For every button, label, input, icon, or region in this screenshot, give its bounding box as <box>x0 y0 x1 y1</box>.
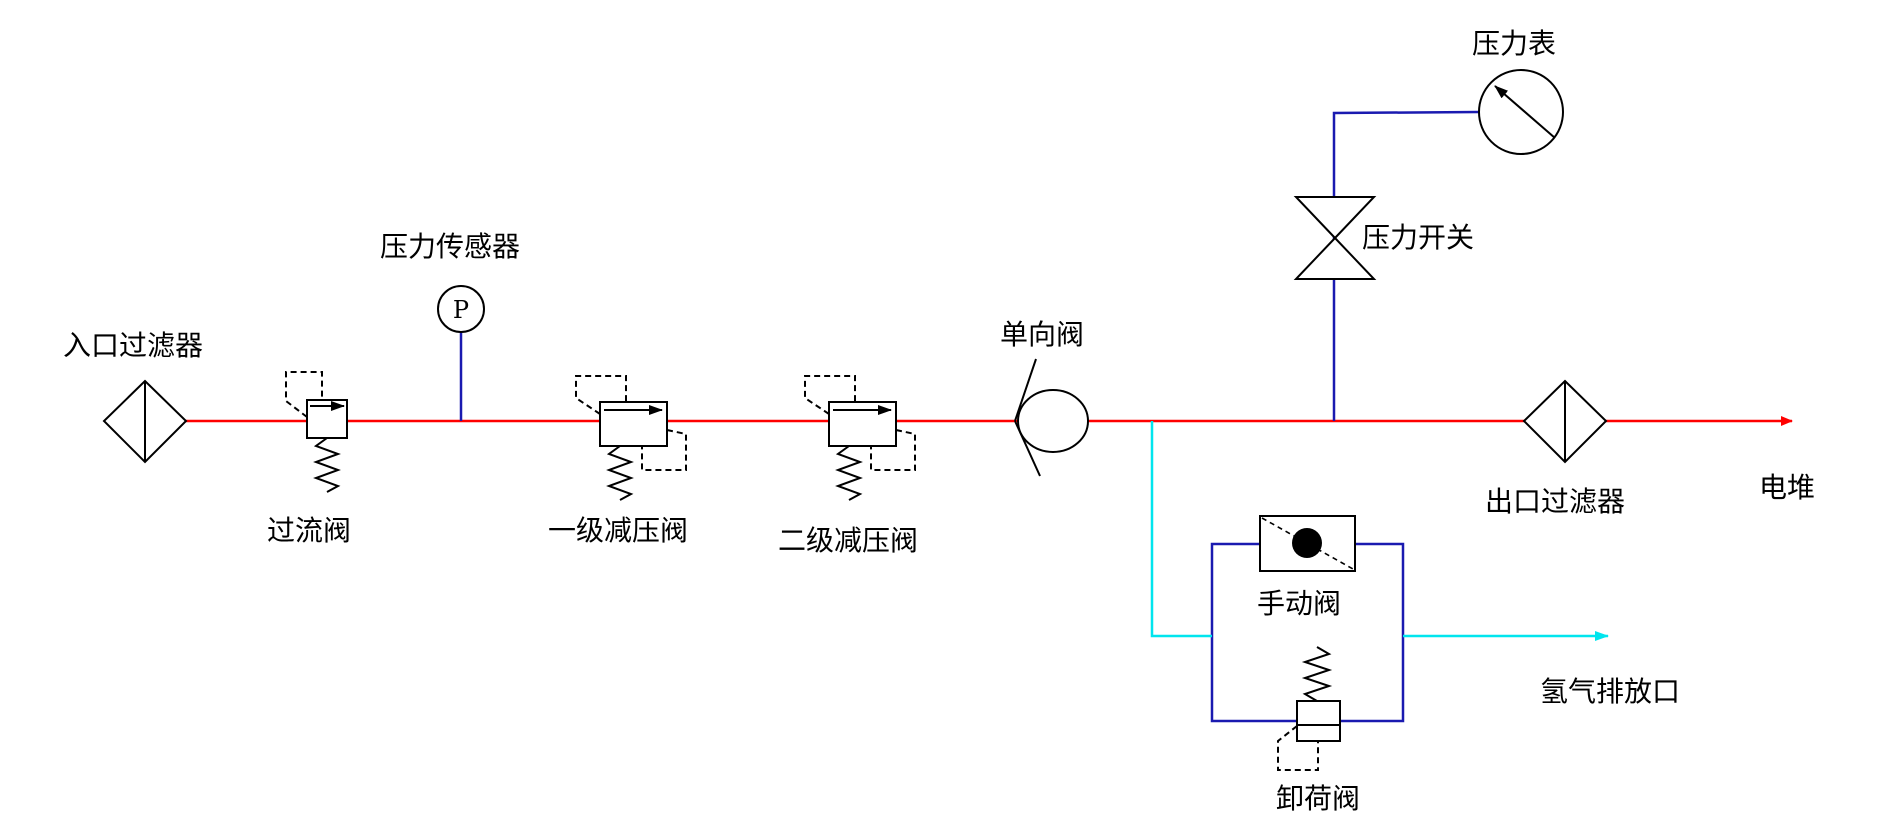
pressure-sensor-symbol <box>437 285 485 333</box>
inlet-filter-label: 入口过滤器 <box>63 329 203 362</box>
secondary-reducer-symbol <box>804 375 916 501</box>
pressure-switch-symbol <box>1293 196 1377 280</box>
secondary-reducer-label: 二级减压阀 <box>778 524 918 557</box>
outlet-filter-label: 出口过滤器 <box>1485 485 1625 518</box>
relief-valve-label: 卸荷阀 <box>1276 782 1360 815</box>
vent-label: 氢气排放口 <box>1540 675 1680 708</box>
overflow-valve-label: 过流阀 <box>267 514 351 547</box>
gauge-line <box>1332 110 1480 421</box>
pressure-gauge-symbol <box>1478 69 1564 155</box>
pressure-sensor-label: 压力传感器 <box>380 230 520 263</box>
check-valve-label: 单向阀 <box>1000 318 1084 351</box>
vent-line <box>1150 421 1212 638</box>
stack-label: 电堆 <box>1759 471 1815 504</box>
pressure-sensor-p-letter: P <box>453 296 469 324</box>
manual-valve-symbol <box>1259 515 1356 572</box>
manual-valve-label: 手动阀 <box>1257 587 1341 620</box>
check-valve-symbol <box>1014 358 1089 477</box>
relief-valve-symbol <box>1277 646 1341 771</box>
pressure-gauge-label: 压力表 <box>1472 27 1556 60</box>
inlet-filter-symbol <box>102 379 188 464</box>
outlet-filter-symbol <box>1522 379 1608 464</box>
pressure-switch-label: 压力开关 <box>1362 221 1474 254</box>
primary-reducer-label: 一级减压阀 <box>548 514 688 547</box>
overflow-valve-symbol <box>285 371 348 493</box>
primary-reducer-symbol <box>575 375 687 501</box>
